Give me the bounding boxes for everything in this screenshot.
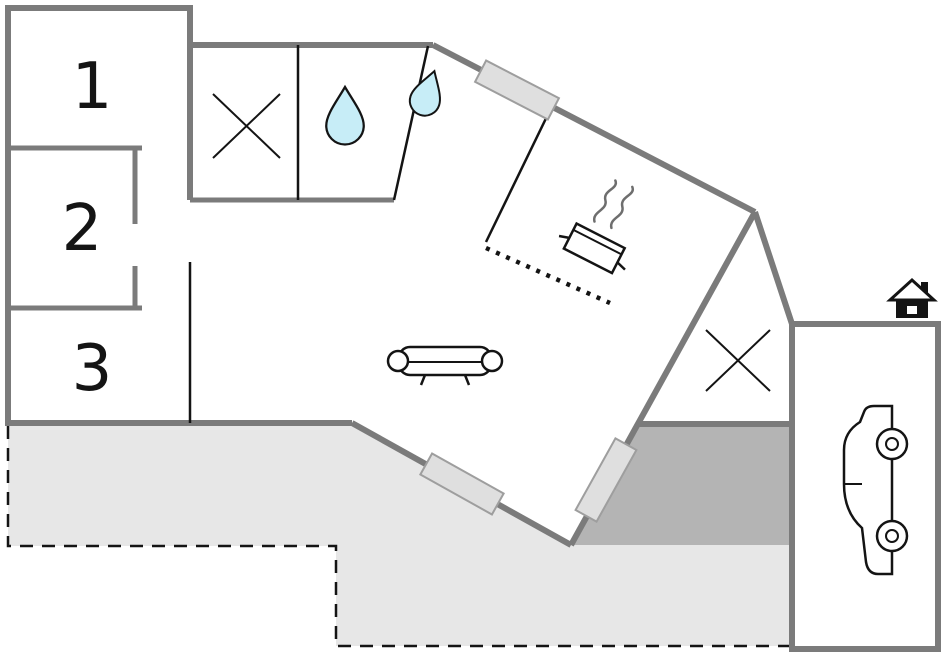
terrace-dashed-border [6,426,790,648]
room-1-label: 1 [72,50,113,124]
pot-handles [558,234,626,271]
pot-body [562,221,627,275]
house-icon [886,277,938,318]
window-glass [574,436,638,524]
car-wheel-hub [885,529,899,543]
water-drop-icon [408,69,441,117]
pot-rim [572,228,622,256]
room-labels: 1 2 3 [62,50,113,406]
window-icon [574,436,638,524]
window-glass [418,452,506,516]
x-cross-icon [705,329,771,392]
steam-icon [593,179,618,223]
car-wheel [875,427,909,461]
window-glass [473,59,561,121]
sofa-feet [419,374,471,386]
room-3-label: 3 [72,332,113,406]
terrace-areas [6,424,790,648]
car-wheel-hub [885,437,899,451]
steam-icon [610,185,635,230]
kitchen-counter-dotted-line [485,245,611,306]
room-2-label: 2 [62,192,103,266]
interior-walls [188,45,611,423]
house-door [907,306,917,314]
house-chimney [921,282,928,294]
sofa-icon [386,345,504,386]
bathroom-fixtures [212,69,441,159]
cooking-pot-icon [558,179,635,275]
x-cross-icon [212,93,281,159]
car-icon [842,404,909,576]
sofa-armrest [480,349,504,373]
house-roof [886,277,938,302]
garage-walls [789,321,941,652]
windows [418,59,638,524]
window-icon [418,452,506,516]
sofa-armrest [386,349,410,373]
water-drop-icon [325,84,365,146]
wall-bath-diagonal [392,45,430,201]
wall-kitchen-west [484,105,554,243]
car-wheel [875,519,909,553]
window-icon [473,59,561,121]
wall-diagonal-east [752,211,795,325]
terrace-light-area [8,424,790,646]
